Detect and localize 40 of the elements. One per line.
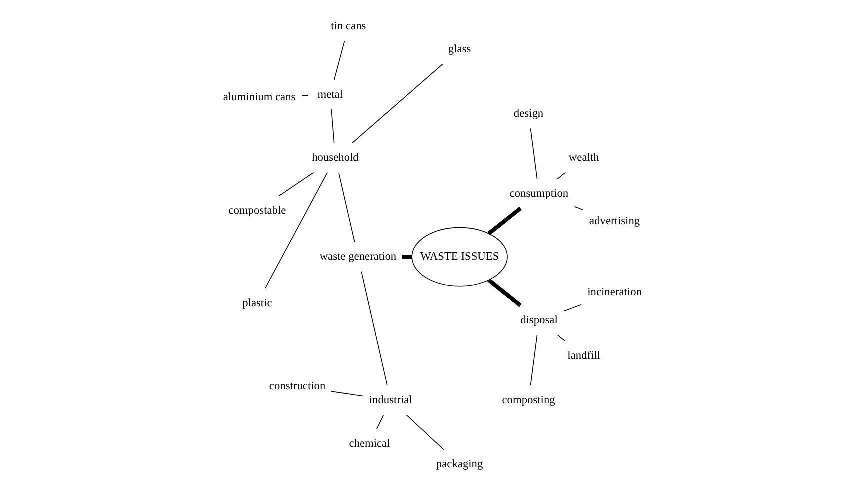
node-text: design [513, 108, 544, 120]
node-text: industrial [368, 394, 412, 406]
node-text: household [312, 152, 358, 164]
node-text: packaging [436, 458, 483, 471]
connector [330, 391, 363, 397]
node-text: aluminium cans [222, 91, 296, 104]
node-ellipse: WASTE ISSUES [411, 227, 508, 287]
connector [333, 40, 345, 80]
connector [264, 172, 328, 289]
connector [376, 414, 384, 430]
connector [487, 278, 522, 308]
connector [338, 172, 355, 243]
connector [406, 414, 444, 450]
node-text: metal [317, 88, 343, 101]
node-text: glass [448, 44, 471, 56]
connector [574, 206, 584, 210]
node-text: compostable [228, 204, 286, 217]
connector [556, 172, 566, 180]
node-text: chemical [348, 438, 390, 450]
connector [487, 206, 522, 236]
node-text: wealth [568, 152, 599, 164]
connector [556, 334, 566, 342]
node-text: waste generation [319, 251, 396, 264]
node-text: composting [502, 394, 555, 406]
node-text: tin cans [330, 20, 366, 32]
connector [402, 255, 412, 260]
connector [360, 272, 388, 386]
connector [530, 334, 538, 386]
connector [330, 109, 334, 144]
node-text: consumption [509, 188, 568, 200]
node-text: landfill [567, 350, 600, 362]
node-text: advertising [589, 216, 640, 228]
connector [530, 128, 538, 180]
connector [278, 172, 314, 197]
node-text: disposal [520, 314, 558, 326]
node-text: plastic [242, 297, 272, 310]
node-text: incineration [587, 286, 642, 298]
connector [352, 64, 443, 144]
node-text: construction [268, 380, 326, 393]
connector [563, 304, 582, 312]
